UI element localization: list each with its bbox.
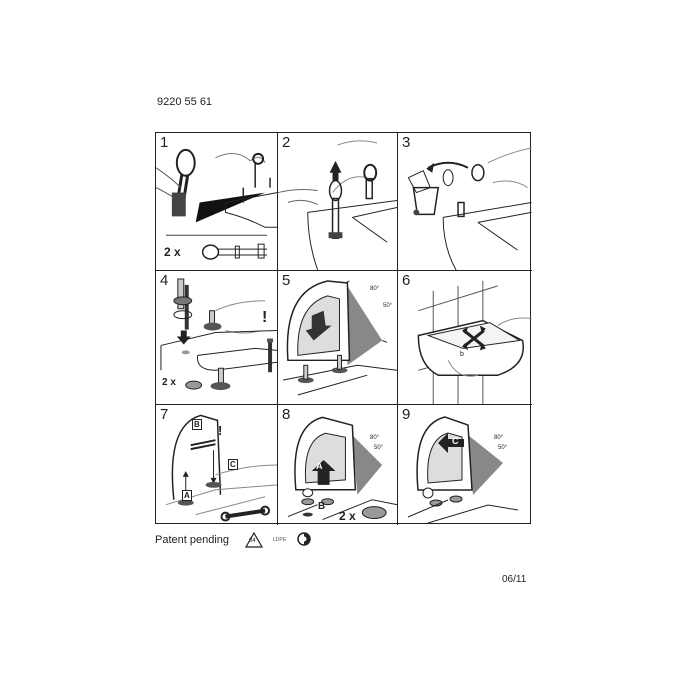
step-panel-1: 1 2 x: [156, 133, 278, 271]
angle-label-80: 80°: [494, 435, 504, 441]
angle-label-50: 50°: [498, 445, 508, 451]
green-dot-recycling-icon: [296, 531, 312, 550]
part-label-c: C: [228, 459, 238, 470]
part-label-c: C: [452, 436, 459, 446]
angle-label-50: 50°: [374, 445, 384, 451]
step-panel-8: 8 A B 2 x 80° 50°: [278, 405, 398, 525]
quantity-label: 2 x: [164, 245, 181, 259]
step-panel-2: 2: [278, 133, 398, 271]
quantity-label: 2 x: [339, 509, 356, 523]
step-number: 4: [160, 272, 169, 289]
step-number: 5: [282, 272, 291, 289]
illustration-remove-hinge: [156, 148, 277, 260]
recycling-code: 04: [249, 538, 256, 544]
step-number: 9: [402, 406, 411, 423]
illustration-pull-bolt: [278, 140, 397, 270]
illustration-dispose-parts: [407, 147, 532, 270]
step-panel-5: 5 80° 50°: [278, 271, 398, 405]
angle-label-80: 80°: [370, 435, 380, 441]
warning-icon: !: [262, 309, 268, 326]
angle-label-50: 50°: [383, 303, 393, 309]
illustration-close-seat: [407, 416, 519, 524]
step-panel-3: 3: [398, 133, 532, 271]
illustration-mount-seat: [282, 280, 397, 396]
illustration-seat-adjust: [417, 280, 532, 404]
step-number: 6: [402, 272, 411, 289]
instruction-grid: 1 2 x 2 3: [155, 132, 532, 525]
step-panel-6: 6 b: [398, 271, 532, 405]
step-number: 1: [160, 134, 169, 151]
date-code: 06/11: [502, 574, 527, 585]
quantity-label: 2 x: [162, 377, 176, 388]
step-number: 8: [282, 406, 291, 423]
angle-label-80: 80°: [370, 286, 380, 292]
part-label-b: B: [318, 501, 326, 512]
material-label: LDPE: [273, 537, 287, 543]
part-label-a: A: [182, 490, 192, 501]
step-panel-9: 9 C 80° 50°: [398, 405, 532, 525]
step-number: 2: [282, 134, 291, 151]
document-code: 9220 55 61: [157, 96, 213, 108]
part-label-a: A: [316, 461, 323, 471]
illustration-tighten-fixings: [165, 414, 277, 522]
step-number: 3: [402, 134, 411, 151]
recycling-triangle-icon: 04: [245, 532, 264, 548]
step-panel-7: 7 B C A !: [156, 405, 278, 525]
patent-text: Patent pending: [155, 534, 230, 546]
step-panel-4: 4 ! 2 x: [156, 271, 278, 405]
warning-icon: !: [218, 423, 223, 438]
step-number: 7: [160, 406, 169, 423]
part-label-b: B: [192, 419, 202, 430]
illustration-attach-seat: [287, 416, 397, 521]
illustration-insert-fixings: [160, 278, 277, 391]
footer: Patent pending 04 LDPE: [155, 530, 312, 550]
part-label-b: b: [460, 351, 464, 358]
